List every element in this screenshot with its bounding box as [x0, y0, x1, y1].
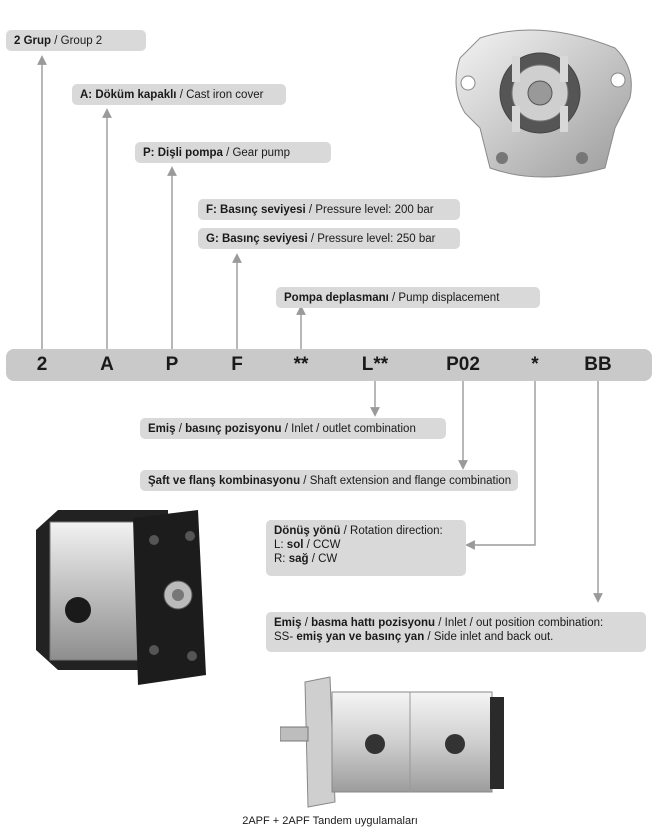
- code-rotation: *: [531, 354, 539, 375]
- code-inlet-outlet: L**: [361, 354, 389, 375]
- label-displacement: Pompa deplasmanı / Pump displacement: [276, 287, 540, 308]
- code-pressure: F: [231, 354, 243, 375]
- pump-photo-side: [36, 510, 206, 685]
- code-group: 2: [36, 354, 48, 375]
- tandem-caption: 2APF + 2APF Tandem uygulamaları: [242, 815, 418, 827]
- code-position: BB: [584, 354, 612, 375]
- code-shaft: P02: [446, 354, 480, 375]
- code-cover: A: [100, 354, 114, 375]
- label-pressure-f: F: Basınç seviyesi / Pressure level: 200…: [198, 199, 460, 220]
- code-displacement: **: [293, 354, 309, 375]
- label-inlet-outlet: Emiş / basınç pozisyonu / Inlet / outlet…: [140, 418, 446, 439]
- code-bar: 2 A P F ** L** P02 * BB: [6, 349, 652, 381]
- label-shaft: Şaft ve flanş kombinasyonu / Shaft exten…: [140, 470, 518, 491]
- label-group: 2 Grup / Group 2: [6, 30, 146, 51]
- label-rotation: Dönüş yönü / Rotation direction: L: sol …: [266, 520, 466, 576]
- connector-rotation: [465, 381, 536, 550]
- label-cover: A: Döküm kapaklı / Cast iron cover: [72, 84, 286, 105]
- tandem-pump-photo: [280, 676, 504, 808]
- label-pump: P: Dişli pompa / Gear pump: [135, 142, 331, 163]
- code-pump: P: [165, 354, 179, 375]
- label-pressure-g: G: Basınç seviyesi / Pressure level: 250…: [198, 228, 460, 249]
- pump-photo-front: [455, 29, 632, 178]
- label-position: Emiş / basma hattı pozisyonu / Inlet / o…: [266, 612, 646, 652]
